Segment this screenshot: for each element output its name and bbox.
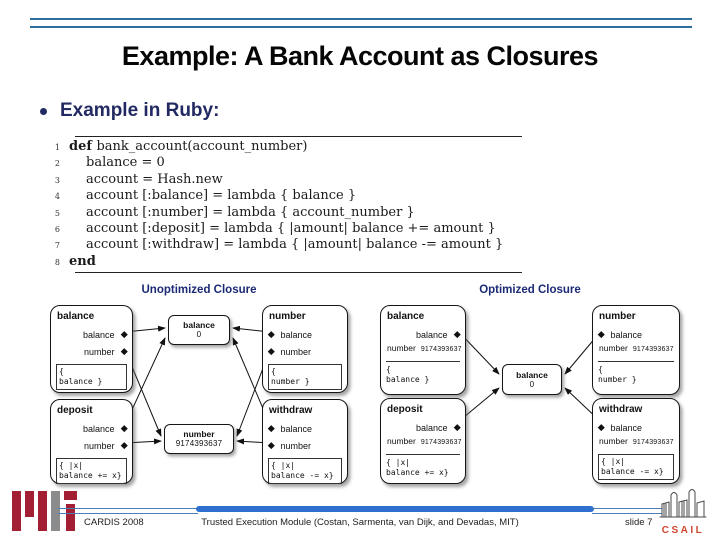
slot-row-balance: balance (386, 419, 460, 436)
pointer-dot (453, 424, 460, 431)
closure-title: number (599, 311, 636, 322)
closure-code: { |x|balance -= x} (598, 454, 674, 480)
code-line: 1 def bank_account(account_number) (54, 139, 308, 154)
pointer-dot (120, 348, 127, 355)
closure-code: {number } (268, 364, 342, 390)
pointer-dot (268, 348, 275, 355)
code-line: 8 end (54, 253, 96, 269)
slot-row-number-inlined: number 9174393637 (387, 343, 462, 353)
pointer-dot (120, 331, 127, 338)
closure-code: { |x|balance += x} (386, 454, 460, 478)
code-line: 6 account [:deposit] = lambda { |amount|… (54, 220, 496, 236)
code-line: 5 account [:number] = lambda { account_n… (54, 204, 415, 220)
closure-code: {balance } (386, 361, 460, 385)
pointer-dot (268, 425, 275, 432)
slot-row-balance: balance (598, 419, 674, 436)
closure-code: {number } (598, 361, 674, 385)
closure-box-number-optimized: number balance number 9174393637 {number… (592, 305, 680, 395)
slot-row-number: number (268, 437, 342, 454)
code-line: 4 account [:balance] = lambda { balance … (54, 188, 357, 204)
closure-code: { |x|balance -= x} (268, 458, 342, 484)
slot-row-balance: balance (56, 420, 127, 437)
closure-title: balance (387, 311, 425, 322)
closure-title: deposit (387, 404, 423, 415)
code-line: 3 account = Hash.new (54, 171, 223, 187)
pointer-dot (120, 425, 127, 432)
closure-title: withdraw (269, 405, 313, 416)
closure-box-deposit-optimized: deposit balance number 9174393637 { |x|b… (380, 398, 466, 484)
closure-box-deposit-unoptimized: deposit balance number { |x|balance += x… (50, 399, 133, 484)
closure-code: { |x|balance += x} (56, 458, 127, 484)
slot-row-balance: balance (386, 326, 460, 343)
pointer-dot (598, 331, 605, 338)
optimized-closure-label: Optimized Closure (479, 284, 581, 296)
closure-title: number (269, 311, 306, 322)
csail-wordmark: CSAIL (661, 525, 705, 536)
mit-logo (12, 491, 78, 531)
bullet-icon (40, 107, 47, 115)
footer-rule-left (58, 508, 198, 514)
pointer-dot (268, 442, 275, 449)
footer-conference: CARDIS 2008 (84, 517, 144, 528)
header-double-rule (30, 18, 692, 28)
pointer-dot (453, 331, 460, 338)
slot-row-number: number (268, 343, 342, 360)
pointer-dot (120, 442, 127, 449)
slot-row-number-inlined: number 9174393637 (599, 436, 674, 446)
slot-row-balance: balance (268, 420, 342, 437)
slide-title: Example: A Bank Account as Closures (121, 41, 599, 71)
slot-row-number-inlined: number 9174393637 (387, 436, 462, 446)
code-listing: 1 def bank_account(account_number) 2 bal… (48, 139, 528, 270)
footer-rule-center (196, 506, 594, 512)
code-line: 7 account [:withdraw] = lambda { |amount… (54, 237, 504, 253)
slot-row-number-inlined: number 9174393637 (599, 343, 674, 353)
slot-row-balance: balance (598, 326, 674, 343)
closure-box-withdraw-optimized: withdraw balance number 9174393637 { |x|… (592, 398, 680, 484)
code-rule-bottom (75, 272, 522, 273)
closure-code: {balance } (56, 364, 127, 390)
code-rule-top (75, 136, 522, 137)
footer-rule-right (592, 508, 662, 514)
slot-row-balance: balance (268, 326, 342, 343)
closure-box-number-unoptimized: number balance number {number } (262, 305, 348, 393)
unoptimized-closure-label: Unoptimized Closure (141, 284, 257, 296)
slot-row-number: number (56, 437, 127, 454)
bullet-line: Example in Ruby: (40, 100, 219, 122)
bullet-text: Example in Ruby: (60, 100, 220, 121)
closure-title: withdraw (599, 404, 643, 415)
closure-title: deposit (57, 405, 93, 416)
closure-title: balance (57, 311, 95, 322)
footer-slide-number: slide 7 (625, 517, 653, 528)
slot-row-number: number (56, 343, 127, 360)
csail-sketch-icon (659, 489, 707, 518)
closure-box-balance-optimized: balance balance number 9174393637 {balan… (380, 305, 466, 395)
variable-box-number: number 9174393637 (164, 424, 234, 454)
footer-paper-title: Trusted Execution Module (Costan, Sarmen… (201, 517, 519, 528)
pointer-dot (268, 331, 275, 338)
code-line: 2 balance = 0 (54, 155, 165, 171)
variable-box-balance-shared: balance 0 (502, 364, 562, 395)
pointer-dot (598, 424, 605, 431)
csail-logo: CSAIL (654, 486, 712, 536)
closure-box-withdraw-unoptimized: withdraw balance number { |x|balance -= … (262, 399, 348, 484)
variable-box-balance: balance 0 (168, 315, 230, 345)
slot-row-balance: balance (56, 326, 127, 343)
closure-box-balance-unoptimized: balance balance number {balance } (50, 305, 133, 393)
